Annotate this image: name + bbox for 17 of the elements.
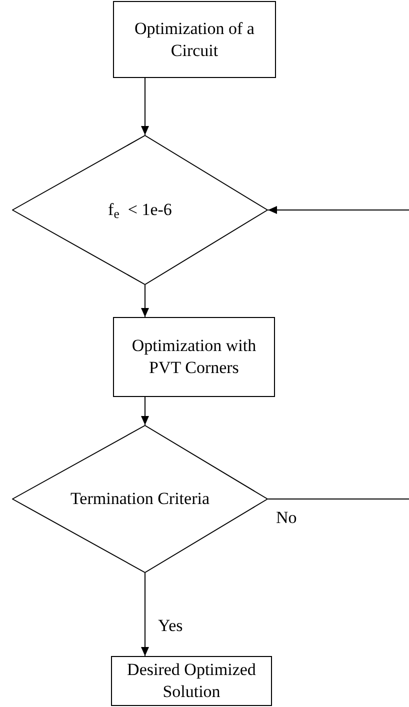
arrow	[268, 206, 409, 214]
node-text: Desired Optimized Solution	[126, 659, 257, 703]
process-box	[111, 656, 272, 706]
node-text: f$_{e}$ < 1e-6	[107, 199, 173, 221]
process-box	[113, 317, 275, 397]
node-text: Optimization of a Circuit	[134, 18, 256, 62]
edge-label: No	[276, 509, 297, 526]
edge-label: Yes	[158, 616, 183, 634]
arrow	[141, 396, 149, 426]
node-text: Optimization with PVT Corners	[130, 335, 258, 379]
decision-diamond	[12, 135, 268, 285]
node-text: Termination Criteria	[69, 488, 210, 510]
arrow	[141, 78, 149, 136]
arrow	[141, 284, 149, 318]
process-box	[113, 1, 276, 78]
arrow	[141, 572, 149, 656]
decision-diamond	[12, 425, 268, 573]
